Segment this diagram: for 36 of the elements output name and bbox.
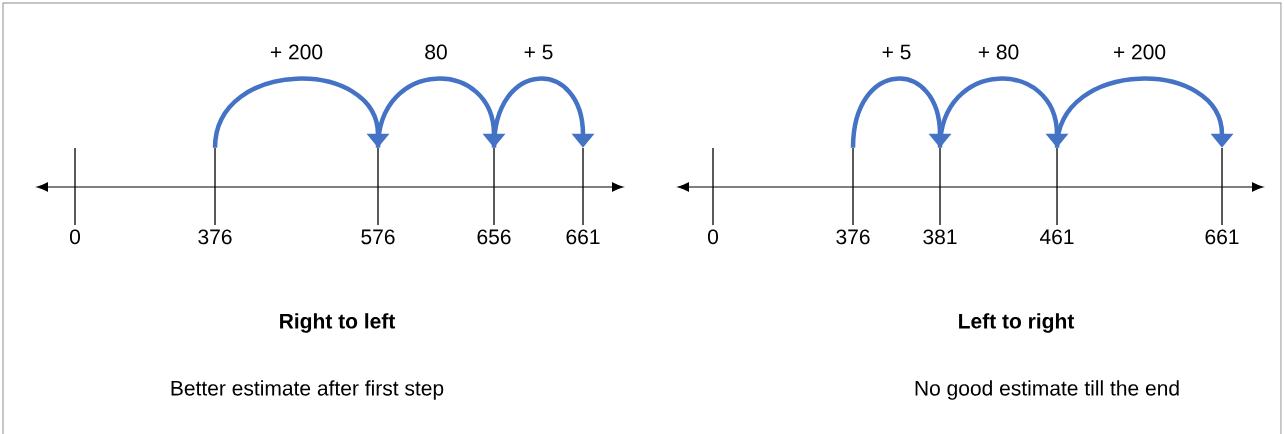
- jump-arrow: [850, 76, 952, 148]
- tick-mark: 661: [1205, 148, 1239, 245]
- heading: Right to left: [280, 313, 396, 333]
- note-text: No good estimate till the end: [915, 380, 1179, 400]
- tick-mark: 0: [70, 148, 80, 245]
- node-label: 656: [477, 229, 511, 245]
- jump-arrow: [937, 76, 1069, 149]
- jump-arrow: [212, 76, 390, 149]
- node-label: 661: [566, 229, 600, 245]
- tick-mark: 376: [198, 148, 232, 245]
- node-label: 376: [836, 229, 870, 245]
- tick-mark: 0: [708, 148, 718, 245]
- jump-arrow: [1054, 76, 1234, 149]
- node-label: 376: [198, 229, 232, 245]
- jump-arrow: [375, 76, 506, 149]
- node-label: 381: [923, 229, 957, 245]
- edge-label: + 200: [270, 44, 323, 60]
- tick-mark: 461: [1040, 148, 1074, 245]
- tick-mark: 661: [566, 148, 600, 245]
- node-label: 661: [1205, 229, 1239, 245]
- tick-mark: 376: [836, 148, 870, 245]
- tick-mark: 381: [923, 148, 957, 245]
- jump-arrow: [491, 76, 595, 148]
- node-label: 0: [707, 229, 719, 245]
- node-label: 0: [69, 229, 81, 245]
- edge-label: + 5: [524, 44, 553, 60]
- note-text: Better estimate after first step: [171, 380, 444, 400]
- edge-label: + 200: [1113, 44, 1166, 60]
- edge-label: 80: [425, 44, 447, 60]
- tick-mark: 656: [477, 148, 511, 245]
- heading: Left to right: [959, 313, 1075, 333]
- edge-label: + 80: [978, 44, 1019, 60]
- tick-mark: 576: [361, 148, 395, 245]
- node-label: 461: [1039, 229, 1074, 245]
- edge-label: + 5: [882, 44, 911, 60]
- node-label: 576: [361, 229, 395, 245]
